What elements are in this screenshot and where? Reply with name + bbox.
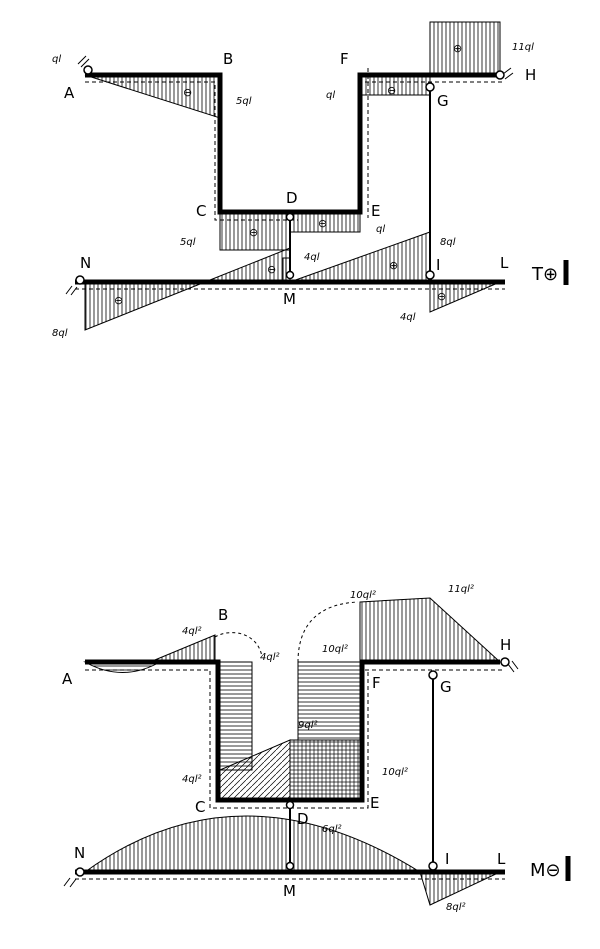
sign-positive: ⊕: [389, 259, 398, 272]
moment-node-l: L: [497, 850, 506, 868]
sign-negative: ⊖: [114, 294, 123, 307]
shear-node-a: A: [64, 84, 75, 102]
sign-negative: ⊖: [437, 290, 446, 303]
sign-negative: ⊖: [318, 217, 327, 230]
moment-supports: [63, 657, 519, 888]
moment-node-e: E: [370, 794, 379, 812]
moment-diagram-symbol: M⊖: [530, 860, 561, 881]
sign-negative: ⊖: [267, 263, 276, 276]
moment-value-labels: 4ql² 4ql² 10ql² 11ql² 10ql² 9ql² 4ql² 10…: [182, 584, 474, 913]
shear-value: 11ql: [512, 42, 534, 53]
moment-value: 6ql²: [322, 824, 342, 835]
shear-supports: [65, 55, 514, 296]
shear-frame: [75, 72, 505, 285]
moment-value: 10ql²: [350, 590, 376, 601]
shear-symbol: T⊕: [531, 260, 569, 285]
moment-node-d: D: [297, 810, 309, 828]
shear-node-l: L: [500, 254, 509, 272]
moment-node-i: I: [445, 850, 449, 868]
shear-node-b: B: [223, 50, 233, 68]
shear-node-d: D: [286, 189, 298, 207]
shear-node-f: F: [340, 50, 349, 68]
moment-frame: [75, 659, 505, 875]
moment-node-c: C: [195, 798, 205, 816]
moment-node-h: H: [500, 636, 511, 654]
moment-value: 4ql²: [260, 652, 280, 663]
moment-node-labels: A B C D E F G H I L M N: [62, 606, 511, 900]
shear-node-m: M: [283, 290, 296, 308]
shear-node-h: H: [525, 66, 536, 84]
shear-value: ql: [52, 54, 61, 65]
moment-value: 10ql²: [382, 767, 408, 778]
moment-node-n: N: [74, 844, 85, 862]
moment-value: 9ql²: [298, 720, 318, 731]
shear-node-g: G: [437, 92, 449, 110]
shear-node-i: I: [436, 256, 440, 274]
sign-negative: ⊖: [249, 226, 258, 239]
shear-node-labels: A B C D E F G H I L M N: [64, 50, 536, 308]
moment-areas: [83, 597, 502, 906]
shear-value-labels: ql 5ql ql 11ql 5ql ql 4ql 8ql 4ql 8ql: [52, 42, 534, 339]
shear-dashed-lines: [75, 68, 505, 290]
shear-value: 8ql: [440, 237, 456, 248]
shear-value: ql: [376, 224, 385, 235]
shear-value: 5ql: [180, 237, 196, 248]
moment-diagram: A B C D E F G H I L M N 4ql² 4ql² 10ql² …: [62, 584, 571, 913]
shear-node-e: E: [371, 202, 380, 220]
sign-negative: ⊖: [183, 86, 192, 99]
shear-value: ql: [326, 90, 335, 101]
moment-value: 8ql²: [446, 902, 466, 913]
shear-node-n: N: [80, 254, 91, 272]
shear-value: 8ql: [52, 328, 68, 339]
shear-diagram-symbol: T⊕: [531, 264, 558, 285]
shear-diagram: A B C D E F G H I L M N ql 5ql ql 11ql 5…: [52, 21, 569, 339]
shear-value: 5ql: [236, 96, 252, 107]
moment-node-a: A: [62, 670, 73, 688]
moment-value: 4ql²: [182, 626, 202, 637]
shear-signs: ⊖ ⊖ ⊖ ⊖ ⊖ ⊖ ⊖ ⊕ ⊕: [114, 42, 462, 307]
sign-positive: ⊕: [453, 42, 462, 55]
moment-value: 4ql²: [182, 774, 202, 785]
moment-value: 10ql²: [322, 644, 348, 655]
moment-node-m: M: [283, 882, 296, 900]
moment-node-g: G: [440, 678, 452, 696]
moment-node-b: B: [218, 606, 228, 624]
shear-node-c: C: [196, 202, 206, 220]
sign-negative: ⊖: [387, 84, 396, 97]
moment-value: 11ql²: [448, 584, 474, 595]
shear-value: 4ql: [304, 252, 320, 263]
moment-node-f: F: [372, 674, 381, 692]
moment-dashed-lines: [75, 669, 505, 880]
shear-value: 4ql: [400, 312, 416, 323]
moment-symbol: M⊖: [530, 856, 571, 881]
